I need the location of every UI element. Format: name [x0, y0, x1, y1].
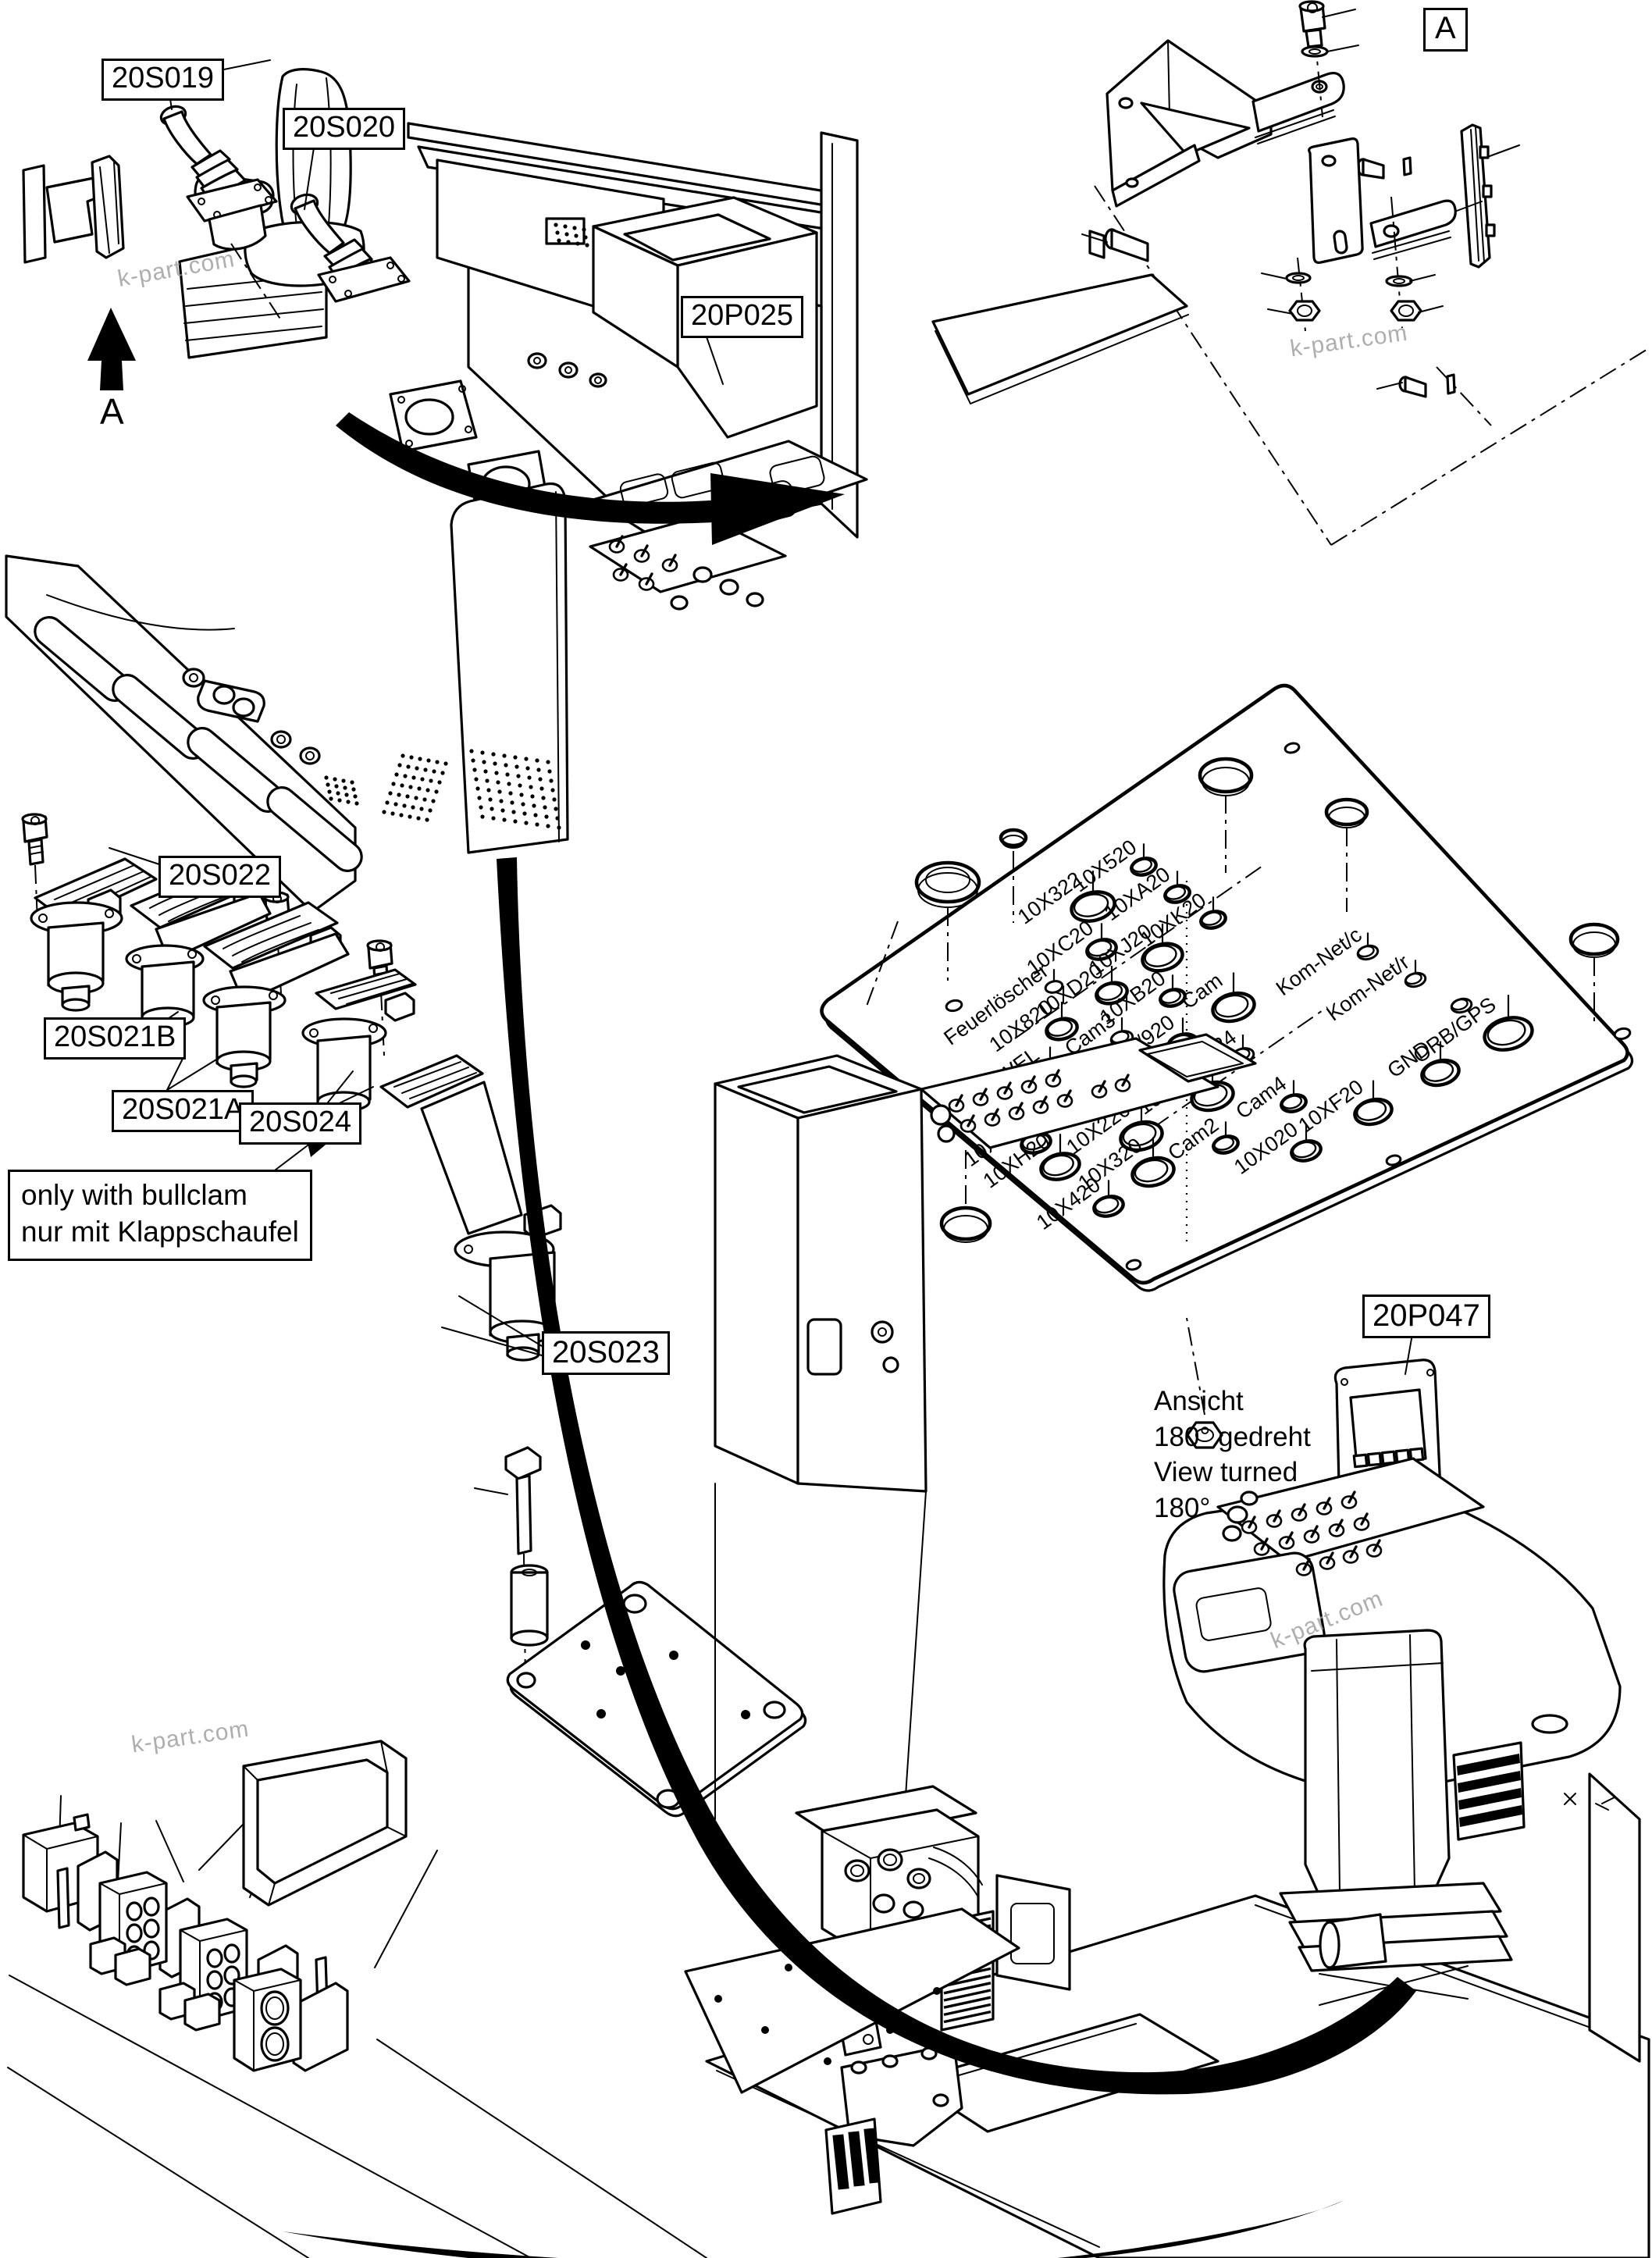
platform-front-face [5, 554, 363, 914]
arrow-to-panel [336, 412, 726, 524]
detail-view-marker: A [1423, 8, 1468, 52]
part-label-20p025[interactable]: 20P025 [681, 296, 804, 338]
arrow-to-panel-head [710, 473, 845, 545]
part-label-20s022[interactable]: 20S022 [158, 856, 282, 898]
bullclam-note-box: only with bullclam nur mit Klappschaufel [8, 1170, 312, 1261]
joystick-20s019 [159, 105, 282, 321]
part-label-20p047[interactable]: 20P047 [1362, 1295, 1490, 1338]
bullclam-note-line2: nur mit Klappschaufel [21, 1216, 299, 1248]
view-note-line2: 180° gedreht [1154, 1421, 1311, 1452]
seat-rear-view [1279, 1629, 1513, 2006]
pedal-assemblies-drawing [21, 813, 562, 1362]
pedal-20s021a [202, 901, 350, 1088]
arrow-a-marker [87, 308, 136, 390]
view-turned-note: Ansicht 180° gedreht View turned 180° [1154, 1384, 1311, 1526]
dome-cap [914, 757, 1620, 1243]
detail-view-a-drawing [931, 0, 1650, 546]
connector-block-2way [233, 1968, 302, 2072]
part-label-20s024[interactable]: 20S024 [239, 1102, 362, 1145]
rear-view-drawing [684, 1033, 1650, 2258]
toggle-switches [608, 535, 1383, 1576]
detail-arrow-letter: A [100, 391, 124, 432]
mounting-plate-drawing [474, 1446, 807, 1818]
console-pedestal-column [450, 482, 569, 854]
pedal-20s023 [379, 1054, 562, 1362]
part-label-20s021a[interactable]: 20S021A [112, 1090, 255, 1132]
part-label-20s019[interactable]: 20S019 [101, 59, 225, 101]
view-note-line3: View turned [1154, 1457, 1298, 1487]
connector-exploded-drawing [7, 1740, 707, 2258]
part-label-20s021b[interactable]: 20S021B [44, 1017, 187, 1060]
bullclam-note-line1: only with bullclam [21, 1179, 247, 1211]
part-label-20s023[interactable]: 20S023 [542, 1331, 670, 1375]
speaker-grille-dots [324, 223, 589, 830]
view-note-line4: 180° [1154, 1492, 1211, 1523]
part-label-20s020[interactable]: 20S020 [283, 108, 406, 150]
pedal-20s022 [30, 857, 158, 1012]
view-note-line1: Ansicht [1154, 1386, 1244, 1416]
